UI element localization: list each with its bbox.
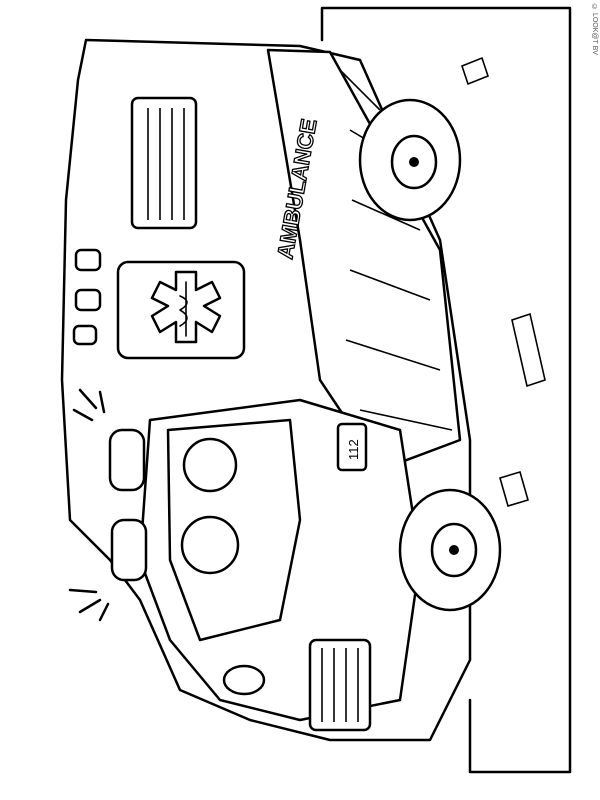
road xyxy=(320,6,572,774)
number-plate-text: 112 xyxy=(346,439,361,460)
copyright-notice: © LOOK@T BV xyxy=(591,4,598,55)
side-stripe xyxy=(266,48,462,472)
siren-flash xyxy=(68,388,110,622)
front-grille xyxy=(308,638,372,732)
passenger-head xyxy=(182,437,238,493)
side-mirror xyxy=(222,664,266,696)
front-wheel xyxy=(398,488,502,612)
rear-wheel xyxy=(358,98,462,222)
rear-window xyxy=(130,96,198,230)
number-plate xyxy=(336,422,368,472)
road-marking xyxy=(461,56,546,507)
siren-light xyxy=(110,518,148,582)
rear-light xyxy=(74,248,102,272)
rear-light xyxy=(74,288,102,312)
grille-bars xyxy=(321,648,359,722)
driver-head xyxy=(180,515,240,575)
star-of-life-icon xyxy=(150,270,222,344)
window-slats xyxy=(147,108,185,220)
rear-light xyxy=(72,324,98,346)
stripe-diagonals xyxy=(339,69,453,431)
siren-light xyxy=(108,428,146,492)
